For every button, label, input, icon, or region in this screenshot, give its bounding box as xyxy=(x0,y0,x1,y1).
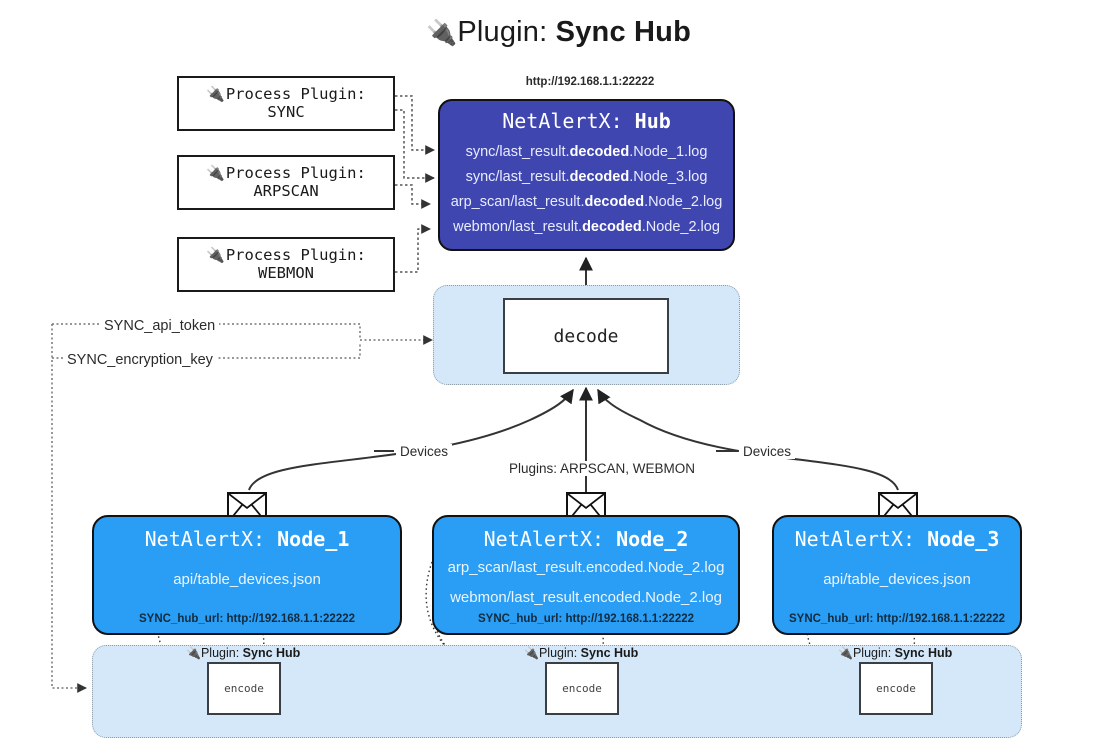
process-plugin-name: ARPSCAN xyxy=(253,181,319,200)
node-resource-line: api/table_devices.json xyxy=(823,571,971,588)
encode-plugin-label-3: 🔌Plugin: Sync Hub xyxy=(838,646,952,660)
encode-plugin-name: Sync Hub xyxy=(580,646,639,660)
node-resource-line: api/table_devices.json xyxy=(173,571,321,588)
node-title-name: Node_1 xyxy=(277,527,350,551)
edge-label-api-token: SYNC_api_token xyxy=(100,318,220,334)
plug-icon: 🔌 xyxy=(186,646,201,660)
encode-plugin-label-text: Plugin: xyxy=(538,646,578,660)
encode-box-1[interactable]: encode xyxy=(207,662,281,715)
edge-label-devices-right: Devices xyxy=(739,444,796,459)
edge-label-plugins-center: Plugins: ARPSCAN, WEBMON xyxy=(505,461,700,476)
edge-sync-to-hub-2 xyxy=(395,109,435,183)
plug-icon: 🔌 xyxy=(206,163,225,182)
hub-log-line: arp_scan/last_result.decoded.Node_2.log xyxy=(440,190,733,215)
plug-icon: 🔌 xyxy=(425,19,458,47)
hub-log-line: sync/last_result.decoded.Node_3.log xyxy=(440,165,733,190)
node-hub-url: SYNC_hub_url: http://192.168.1.1:22222 xyxy=(477,613,695,625)
process-plugin-label: Process Plugin: xyxy=(225,245,366,264)
encode-plugin-label-text: Plugin: xyxy=(200,646,240,660)
hub-log-post: .Node_2.log xyxy=(641,218,720,235)
plug-icon: 🔌 xyxy=(524,646,539,660)
hub-title: NetAlertX: Hub xyxy=(440,109,733,133)
plug-icon: 🔌 xyxy=(838,646,853,660)
node-title: NetAlertX: Node_2 xyxy=(434,527,738,551)
decode-box[interactable]: decode xyxy=(503,298,669,374)
node-title-prefix: NetAlertX: xyxy=(794,527,916,551)
page-title: 🔌Plugin: Sync Hub xyxy=(0,16,1117,49)
hub-node[interactable]: NetAlertX: Hub sync/last_result.decoded.… xyxy=(438,99,735,251)
hub-log-bold: decoded xyxy=(569,144,630,160)
node-hub-url: SYNC_hub_url: http://192.168.1.1:22222 xyxy=(788,613,1006,625)
process-plugin-webmon[interactable]: 🔌 Process Plugin: WEBMON xyxy=(177,237,395,292)
encode-box-2[interactable]: encode xyxy=(545,662,619,715)
plug-icon: 🔌 xyxy=(206,245,225,264)
encode-plugin-label-text: Plugin: xyxy=(852,646,892,660)
hub-log-pre: arp_scan/last_result. xyxy=(450,193,585,210)
plug-icon: 🔌 xyxy=(206,84,225,103)
node-resource-line: webmon/last_result.encoded.Node_2.log xyxy=(450,589,722,607)
hub-log-post: .Node_2.log xyxy=(644,193,723,210)
edge-arpscan-to-hub xyxy=(395,184,431,209)
node-card-node-3[interactable]: NetAlertX: Node_3 api/table_devices.json… xyxy=(772,515,1022,635)
process-plugin-name: SYNC xyxy=(267,102,305,121)
hub-url-label: http://192.168.1.1:22222 xyxy=(525,76,655,88)
hub-log-pre: sync/last_result. xyxy=(465,168,570,185)
node-card-node-1[interactable]: NetAlertX: Node_1 api/table_devices.json… xyxy=(92,515,402,635)
node-hub-url: SYNC_hub_url: http://192.168.1.1:22222 xyxy=(138,613,356,625)
encode-box-3[interactable]: encode xyxy=(859,662,933,715)
edge-label-encryption-key: SYNC_encryption_key xyxy=(63,352,217,368)
node-resource-line: arp_scan/last_result.encoded.Node_2.log xyxy=(447,559,725,576)
hub-log-bold: decoded xyxy=(584,193,645,210)
edge-sync-to-hub-1 xyxy=(395,95,435,155)
hub-title-prefix: NetAlertX: xyxy=(502,109,623,133)
node-title: NetAlertX: Node_1 xyxy=(94,527,400,551)
edge-webmon-to-hub xyxy=(395,224,431,273)
process-plugin-sync[interactable]: 🔌 Process Plugin: SYNC xyxy=(177,76,395,131)
encode-plugin-name: Sync Hub xyxy=(894,646,953,660)
node-title-prefix: NetAlertX: xyxy=(483,527,605,551)
hub-title-name: Hub xyxy=(634,109,671,133)
hub-log-post: .Node_3.log xyxy=(629,168,708,185)
encode-plugin-name: Sync Hub xyxy=(242,646,301,660)
page-title-name: Sync Hub xyxy=(555,16,691,48)
hub-log-line: webmon/last_result.decoded.Node_2.log xyxy=(440,215,733,240)
encode-plugin-label-1: 🔌Plugin: Sync Hub xyxy=(186,646,300,660)
hub-log-post: .Node_1.log xyxy=(629,144,708,160)
hub-log-line: sync/last_result.decoded.Node_1.log xyxy=(440,140,733,165)
node-title: NetAlertX: Node_3 xyxy=(774,527,1020,551)
process-plugin-arpscan[interactable]: 🔌 Process Plugin: ARPSCAN xyxy=(177,155,395,210)
process-plugin-name: WEBMON xyxy=(258,263,314,282)
hub-log-bold: decoded xyxy=(582,218,642,235)
process-plugin-label: Process Plugin: xyxy=(225,84,366,103)
edge-label-devices-left: Devices xyxy=(396,444,453,459)
node-card-node-2[interactable]: NetAlertX: Node_2 arp_scan/last_result.e… xyxy=(432,515,740,635)
page-title-label: Plugin: xyxy=(457,16,548,48)
node-title-name: Node_3 xyxy=(927,527,1000,551)
hub-log-pre: sync/last_result. xyxy=(465,144,570,160)
node-title-name: Node_2 xyxy=(616,527,689,551)
node-title-prefix: NetAlertX: xyxy=(144,527,266,551)
process-plugin-label: Process Plugin: xyxy=(225,163,366,182)
hub-log-pre: webmon/last_result. xyxy=(453,218,583,235)
edge-credentials-to-encode-band xyxy=(51,324,87,693)
hub-log-bold: decoded xyxy=(569,168,630,185)
encode-plugin-label-2: 🔌Plugin: Sync Hub xyxy=(524,646,638,660)
